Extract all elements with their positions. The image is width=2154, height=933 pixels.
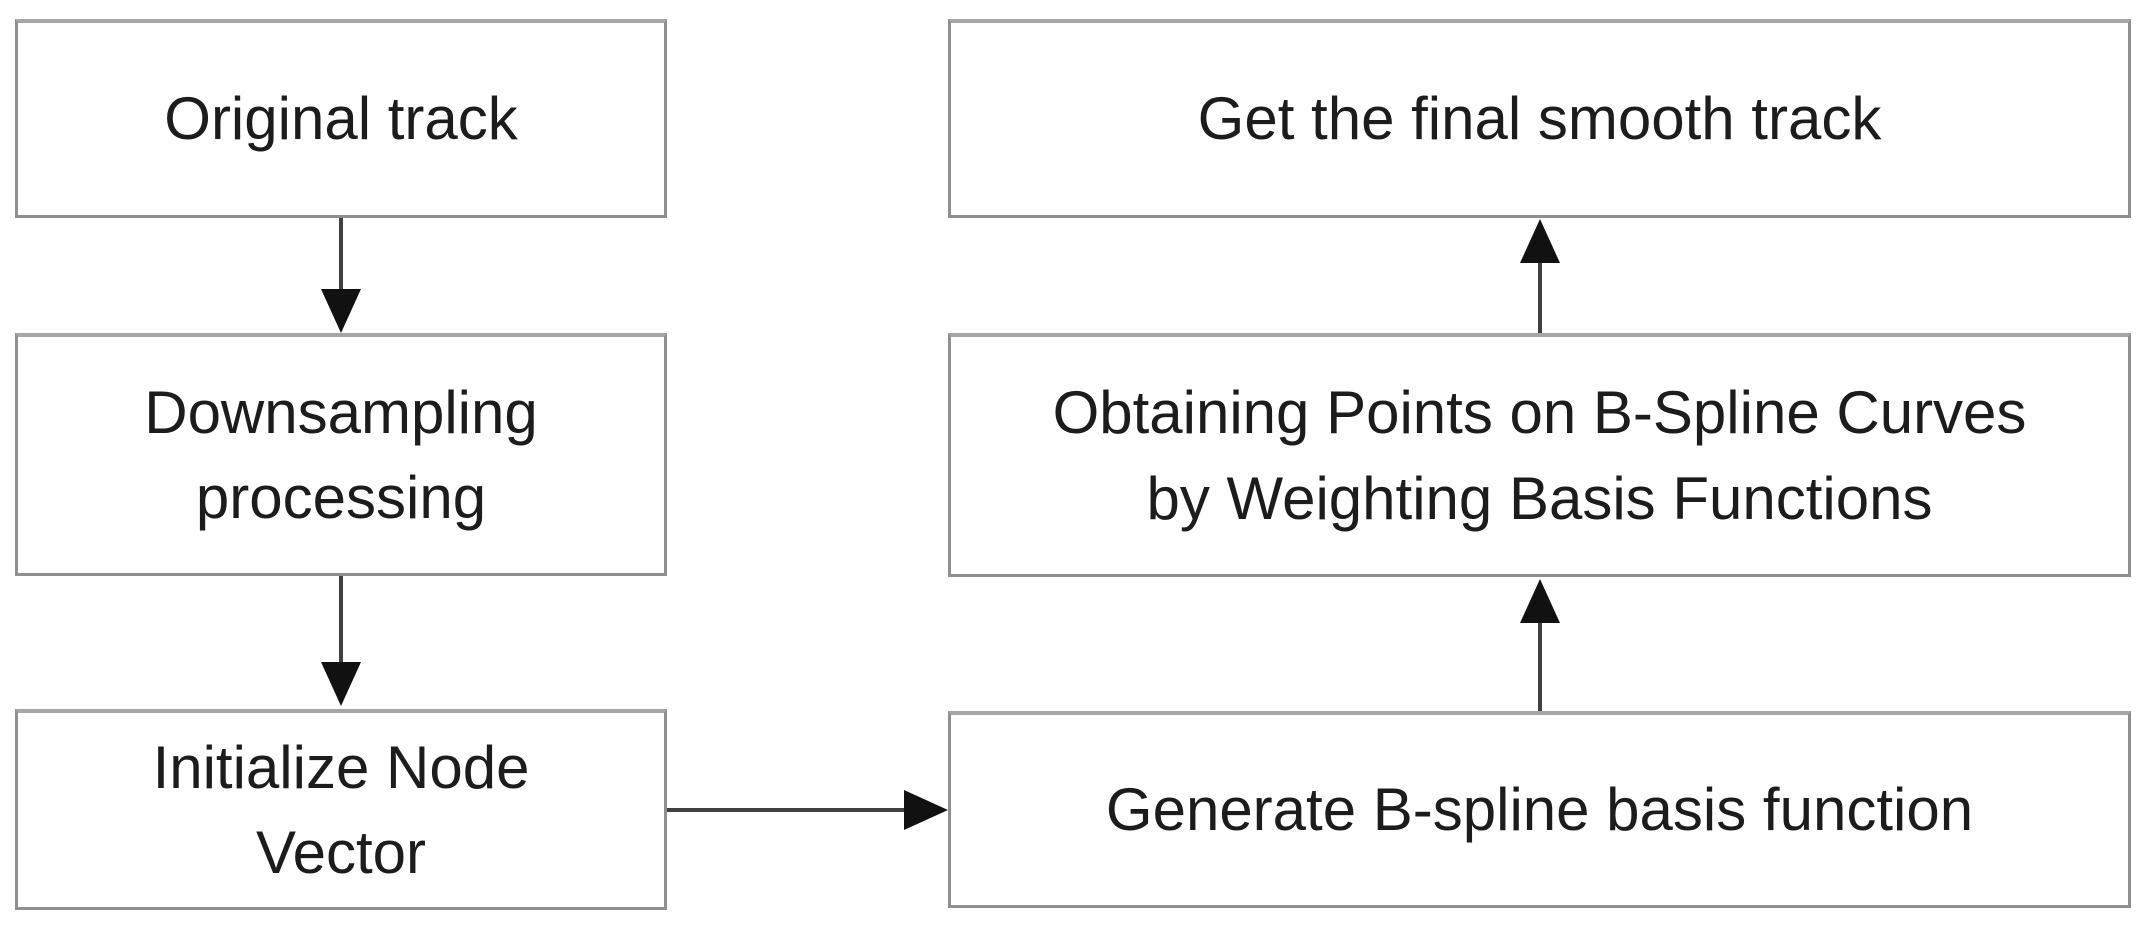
arrowhead-up-icon [1520, 219, 1560, 263]
node-label: Get the final smooth track [1197, 85, 1882, 153]
arrow-line [667, 808, 907, 812]
node-downsampling-processing: Downsampling processing [15, 333, 667, 576]
node-label: Generate B-spline basis function [1105, 776, 1974, 844]
node-generate-b-spline-basis: Generate B-spline basis function [948, 711, 2131, 908]
node-get-final-smooth-track: Get the final smooth track [948, 19, 2131, 218]
node-label: Initialize Node Vector [152, 733, 530, 886]
arrow-line [339, 576, 343, 664]
arrow-line [1538, 620, 1542, 711]
node-obtaining-points-b-spline: Obtaining Points on B-Spline Curves by W… [948, 333, 2131, 577]
node-label: Downsampling processing [144, 378, 538, 531]
arrowhead-down-icon [321, 289, 361, 333]
node-initialize-node-vector: Initialize Node Vector [15, 709, 667, 910]
arrowhead-down-icon [321, 662, 361, 706]
node-label: Obtaining Points on B-Spline Curves by W… [1052, 379, 2027, 532]
arrowhead-up-icon [1520, 579, 1560, 623]
node-label: Original track [164, 85, 518, 153]
arrowhead-right-icon [904, 790, 948, 830]
arrow-line [339, 218, 343, 292]
node-original-track: Original track [15, 19, 667, 218]
arrow-line [1538, 261, 1542, 333]
